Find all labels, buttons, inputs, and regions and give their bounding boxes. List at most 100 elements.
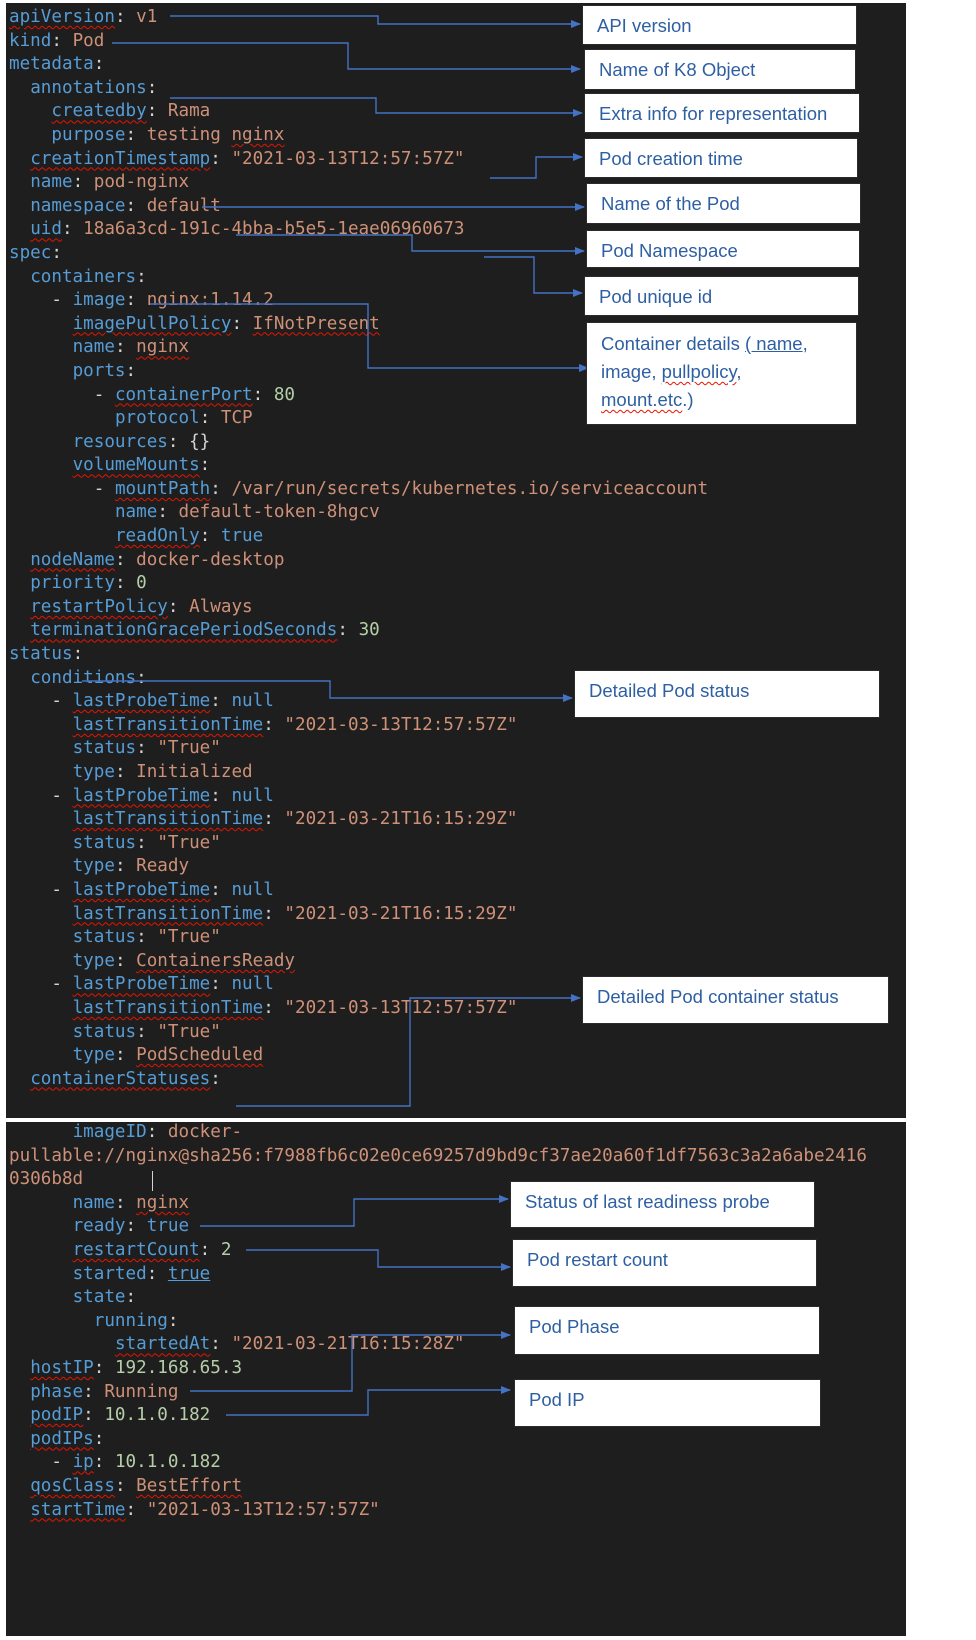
code-token: : (136, 832, 158, 853)
annotation-extra-info: Extra info for representation (584, 93, 860, 133)
code-line: type: Ready (9, 855, 708, 879)
code-token: containers (30, 266, 137, 287)
code-token: true (220, 526, 264, 547)
arrow-container-details (150, 303, 589, 372)
code-token: creationTimestamp (30, 148, 211, 169)
code-token: containerStatuses (30, 1068, 211, 1089)
arrow-namespace (236, 234, 585, 255)
code-token: type (72, 762, 115, 782)
container-details-line1: Container details (601, 333, 745, 354)
code-token: apiVersion (9, 7, 115, 27)
code-token: : {} (167, 431, 211, 452)
code-line: resources: {} (9, 431, 708, 455)
code-line: status: "True" (9, 1021, 708, 1045)
code-token: : (263, 809, 285, 830)
code-token: - (9, 290, 73, 311)
code-line: protocol: TCP (9, 407, 708, 431)
code-token: : (93, 1357, 115, 1378)
code-token: 10.1.0.182 (104, 1405, 211, 1426)
code-token: podIP (30, 1405, 84, 1426)
code-token: : (136, 667, 147, 688)
code-token: "2021-03-13T12:57:57Z" (284, 714, 518, 735)
code-line: qosClass: BestEffort (9, 1475, 867, 1499)
annotation-object-name-text: Name of K8 Object (599, 59, 756, 80)
code-token: : (114, 856, 137, 877)
code-token: : (337, 620, 359, 641)
code-token: lastProbeTime (72, 785, 211, 806)
code-line: status: (9, 643, 708, 667)
code-token: null (231, 691, 274, 712)
code-token: 2 (220, 1239, 232, 1260)
code-token: Rama (167, 101, 211, 122)
code-token: - (9, 974, 73, 995)
code-line: - lastProbeTime: null (9, 785, 708, 809)
arrow-container-status (236, 994, 581, 1107)
code-token: : (167, 1310, 179, 1331)
code-token: "2021-03-21T16:15:28Z" (231, 1334, 465, 1355)
annotation-creation-time-text: Pod creation time (599, 148, 743, 169)
code-token: : (146, 101, 168, 122)
code-line: name: nginx (9, 1192, 867, 1216)
annotation-object-name: Name of K8 Object (584, 49, 856, 90)
code-token: name (114, 502, 158, 523)
code-token: createdby (51, 101, 147, 122)
annotation-pod-name-text: Name of the Pod (601, 193, 740, 214)
code-token: Always (189, 596, 253, 617)
code-token: : (263, 714, 285, 735)
arrow-readiness-probe (200, 1195, 509, 1227)
code-token: lastProbeTime (72, 974, 211, 995)
code-token: : (114, 7, 137, 27)
arrow-unique-id (484, 256, 583, 297)
code-token: nodeName (30, 549, 115, 570)
code-token: lastTransitionTime (72, 903, 264, 924)
annotation-namespace: Pod Namespace (586, 230, 860, 268)
code-token: "2021-03-13T12:57:57Z" (231, 148, 465, 169)
code-token: : (125, 195, 147, 216)
annotation-pod-name: Name of the Pod (586, 183, 861, 224)
code-token: : (114, 1475, 137, 1496)
code-line: status: "True" (9, 737, 708, 761)
code-token: : (125, 290, 147, 311)
code-token: : (93, 1452, 115, 1473)
code-token: : (125, 1499, 147, 1520)
annotation-pod-ip: Pod IP (514, 1379, 821, 1427)
code-line: pullable://nginx@sha256:f7988fb6c02e0ce6… (9, 1145, 867, 1169)
code-token: : (72, 172, 94, 193)
annotation-extra-info-text: Extra info for representation (599, 103, 828, 124)
code-token: qosClass (30, 1475, 115, 1496)
annotation-phase-text: Pod Phase (529, 1316, 620, 1337)
code-line: podIPs: (9, 1428, 867, 1452)
container-details-image: image, (601, 361, 662, 382)
container-details-comma2: , (736, 361, 742, 382)
code-token: : (136, 1021, 158, 1042)
code-token: : (263, 997, 285, 1018)
code-token: annotations (30, 77, 147, 98)
code-token: "2021-03-13T12:57:57Z" (284, 997, 518, 1018)
code-line: metadata: (9, 53, 708, 77)
arrow-restart-count (246, 1249, 511, 1271)
code-token: : (263, 903, 285, 924)
code-token: : (114, 573, 137, 594)
code-line: running: (9, 1310, 867, 1334)
code-token: nginx (231, 124, 285, 145)
code-line: - lastProbeTime: null (9, 879, 708, 903)
code-line: nodeName: docker-desktop (9, 549, 708, 573)
code-token: ContainersReady (136, 950, 296, 971)
container-details-close: .) (682, 389, 694, 410)
code-token: kind (9, 30, 52, 51)
code-line: name: pod-nginx (9, 171, 708, 195)
code-token: containerPort (114, 384, 253, 405)
code-token: : (199, 408, 221, 429)
code-token: : (210, 879, 232, 900)
code-token: /var/run/secrets/kubernetes.io/serviceac… (231, 478, 709, 499)
code-line: - ip: 10.1.0.182 (9, 1451, 867, 1475)
code-line: lastTransitionTime: "2021-03-21T16:15:29… (9, 808, 708, 832)
code-token: 30 (358, 620, 380, 641)
code-token: - (9, 384, 115, 405)
code-line: name: default-token-8hgcv (9, 501, 708, 525)
code-line: lastTransitionTime: "2021-03-21T16:15:29… (9, 903, 708, 927)
code-token: null (231, 974, 274, 995)
code-token: TCP (220, 408, 253, 429)
code-token: : (146, 1122, 168, 1142)
